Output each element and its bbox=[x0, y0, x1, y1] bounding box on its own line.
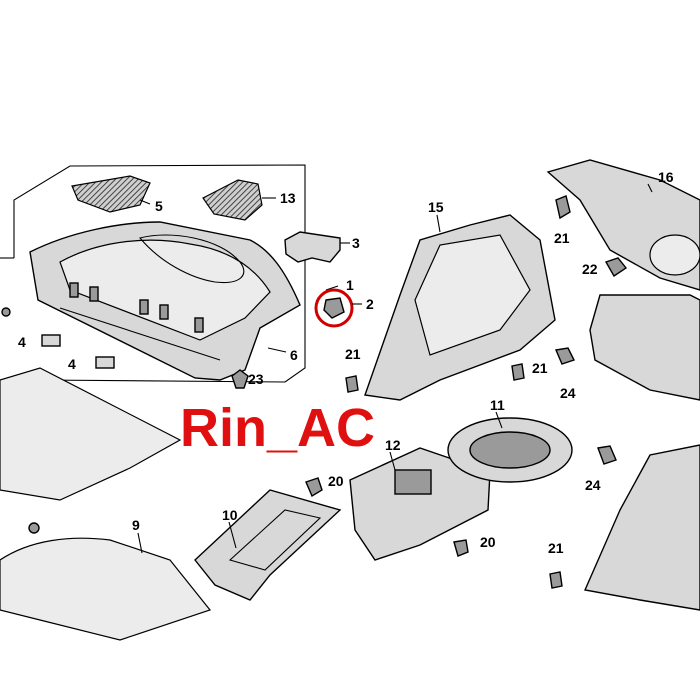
callout-10: 10 bbox=[222, 507, 238, 523]
fastener-21a bbox=[555, 195, 571, 220]
trunk-right-panel bbox=[589, 294, 700, 401]
callout-20a: 20 bbox=[328, 473, 344, 489]
speaker-grille-5 bbox=[71, 175, 151, 213]
speaker-grille-13 bbox=[202, 179, 263, 221]
callout-24a: 24 bbox=[560, 385, 576, 401]
callout-1: 1 bbox=[346, 277, 354, 293]
trim-panel-opening bbox=[649, 234, 700, 276]
tire-holder-12 bbox=[349, 447, 491, 561]
callout-3: 3 bbox=[352, 235, 360, 251]
callout-12: 12 bbox=[385, 437, 401, 453]
tray-10 bbox=[194, 489, 342, 601]
fastener-24b bbox=[597, 445, 617, 465]
trunk-lower-panel bbox=[0, 537, 212, 641]
shelf-slot bbox=[69, 282, 79, 298]
fastener bbox=[1, 307, 11, 317]
highlight-circle-part-2 bbox=[314, 288, 354, 328]
leader-line bbox=[228, 521, 237, 549]
leader-line bbox=[139, 199, 151, 205]
fastener-21d bbox=[549, 571, 563, 589]
clip-4b bbox=[95, 356, 115, 369]
shelf-panel-face bbox=[59, 239, 271, 341]
leader-line bbox=[647, 183, 653, 193]
tool-tray-center bbox=[469, 431, 551, 469]
callout-20b: 20 bbox=[480, 534, 496, 550]
lining-face bbox=[414, 234, 531, 356]
leader-line bbox=[495, 411, 503, 429]
fastener bbox=[28, 522, 40, 534]
shelf-slot bbox=[139, 299, 149, 315]
clip-4a bbox=[41, 334, 61, 347]
fastener-21c bbox=[511, 363, 525, 381]
holder-recess bbox=[394, 469, 432, 495]
leader-line bbox=[389, 451, 396, 471]
leader-line bbox=[436, 214, 441, 233]
shelf-slot bbox=[159, 304, 169, 320]
callout-4b: 4 bbox=[68, 356, 76, 372]
callout-9: 9 bbox=[132, 517, 140, 533]
shelf-panel-recess bbox=[139, 234, 245, 284]
callout-6: 6 bbox=[290, 347, 298, 363]
fastener-20b bbox=[453, 539, 469, 557]
callout-2: 2 bbox=[366, 296, 374, 312]
clip-part-2 bbox=[323, 297, 345, 319]
assembly-outline bbox=[13, 164, 306, 383]
fastener-22 bbox=[604, 257, 628, 277]
callout-4a: 4 bbox=[18, 334, 26, 350]
tray-inner bbox=[228, 509, 322, 571]
bracket-3 bbox=[284, 231, 341, 263]
callout-23: 23 bbox=[248, 371, 264, 387]
callout-21b: 21 bbox=[345, 346, 361, 362]
callout-22: 22 bbox=[582, 261, 598, 277]
callout-5: 5 bbox=[155, 198, 163, 214]
callout-21d: 21 bbox=[548, 540, 564, 556]
shelf-edge bbox=[59, 307, 221, 361]
leader-line bbox=[325, 285, 339, 291]
fastener-24a bbox=[555, 347, 575, 365]
callout-21c: 21 bbox=[532, 360, 548, 376]
callout-16: 16 bbox=[658, 169, 674, 185]
callout-15: 15 bbox=[428, 199, 444, 215]
trunk-floor-mat bbox=[0, 367, 182, 501]
callout-24b: 24 bbox=[585, 477, 601, 493]
shelf-slot bbox=[89, 286, 99, 302]
callout-11: 11 bbox=[490, 397, 505, 413]
leader-line bbox=[137, 532, 143, 554]
fastener-20a bbox=[305, 477, 323, 498]
leader-line bbox=[267, 347, 287, 353]
fastener-21b bbox=[345, 375, 359, 393]
shelf-slot bbox=[194, 317, 204, 333]
callout-21a: 21 bbox=[554, 230, 570, 246]
callout-13: 13 bbox=[280, 190, 296, 206]
trunk-corner-panel bbox=[584, 444, 700, 611]
watermark-text: Rin_AC bbox=[180, 398, 375, 458]
fastener-23 bbox=[231, 369, 249, 389]
